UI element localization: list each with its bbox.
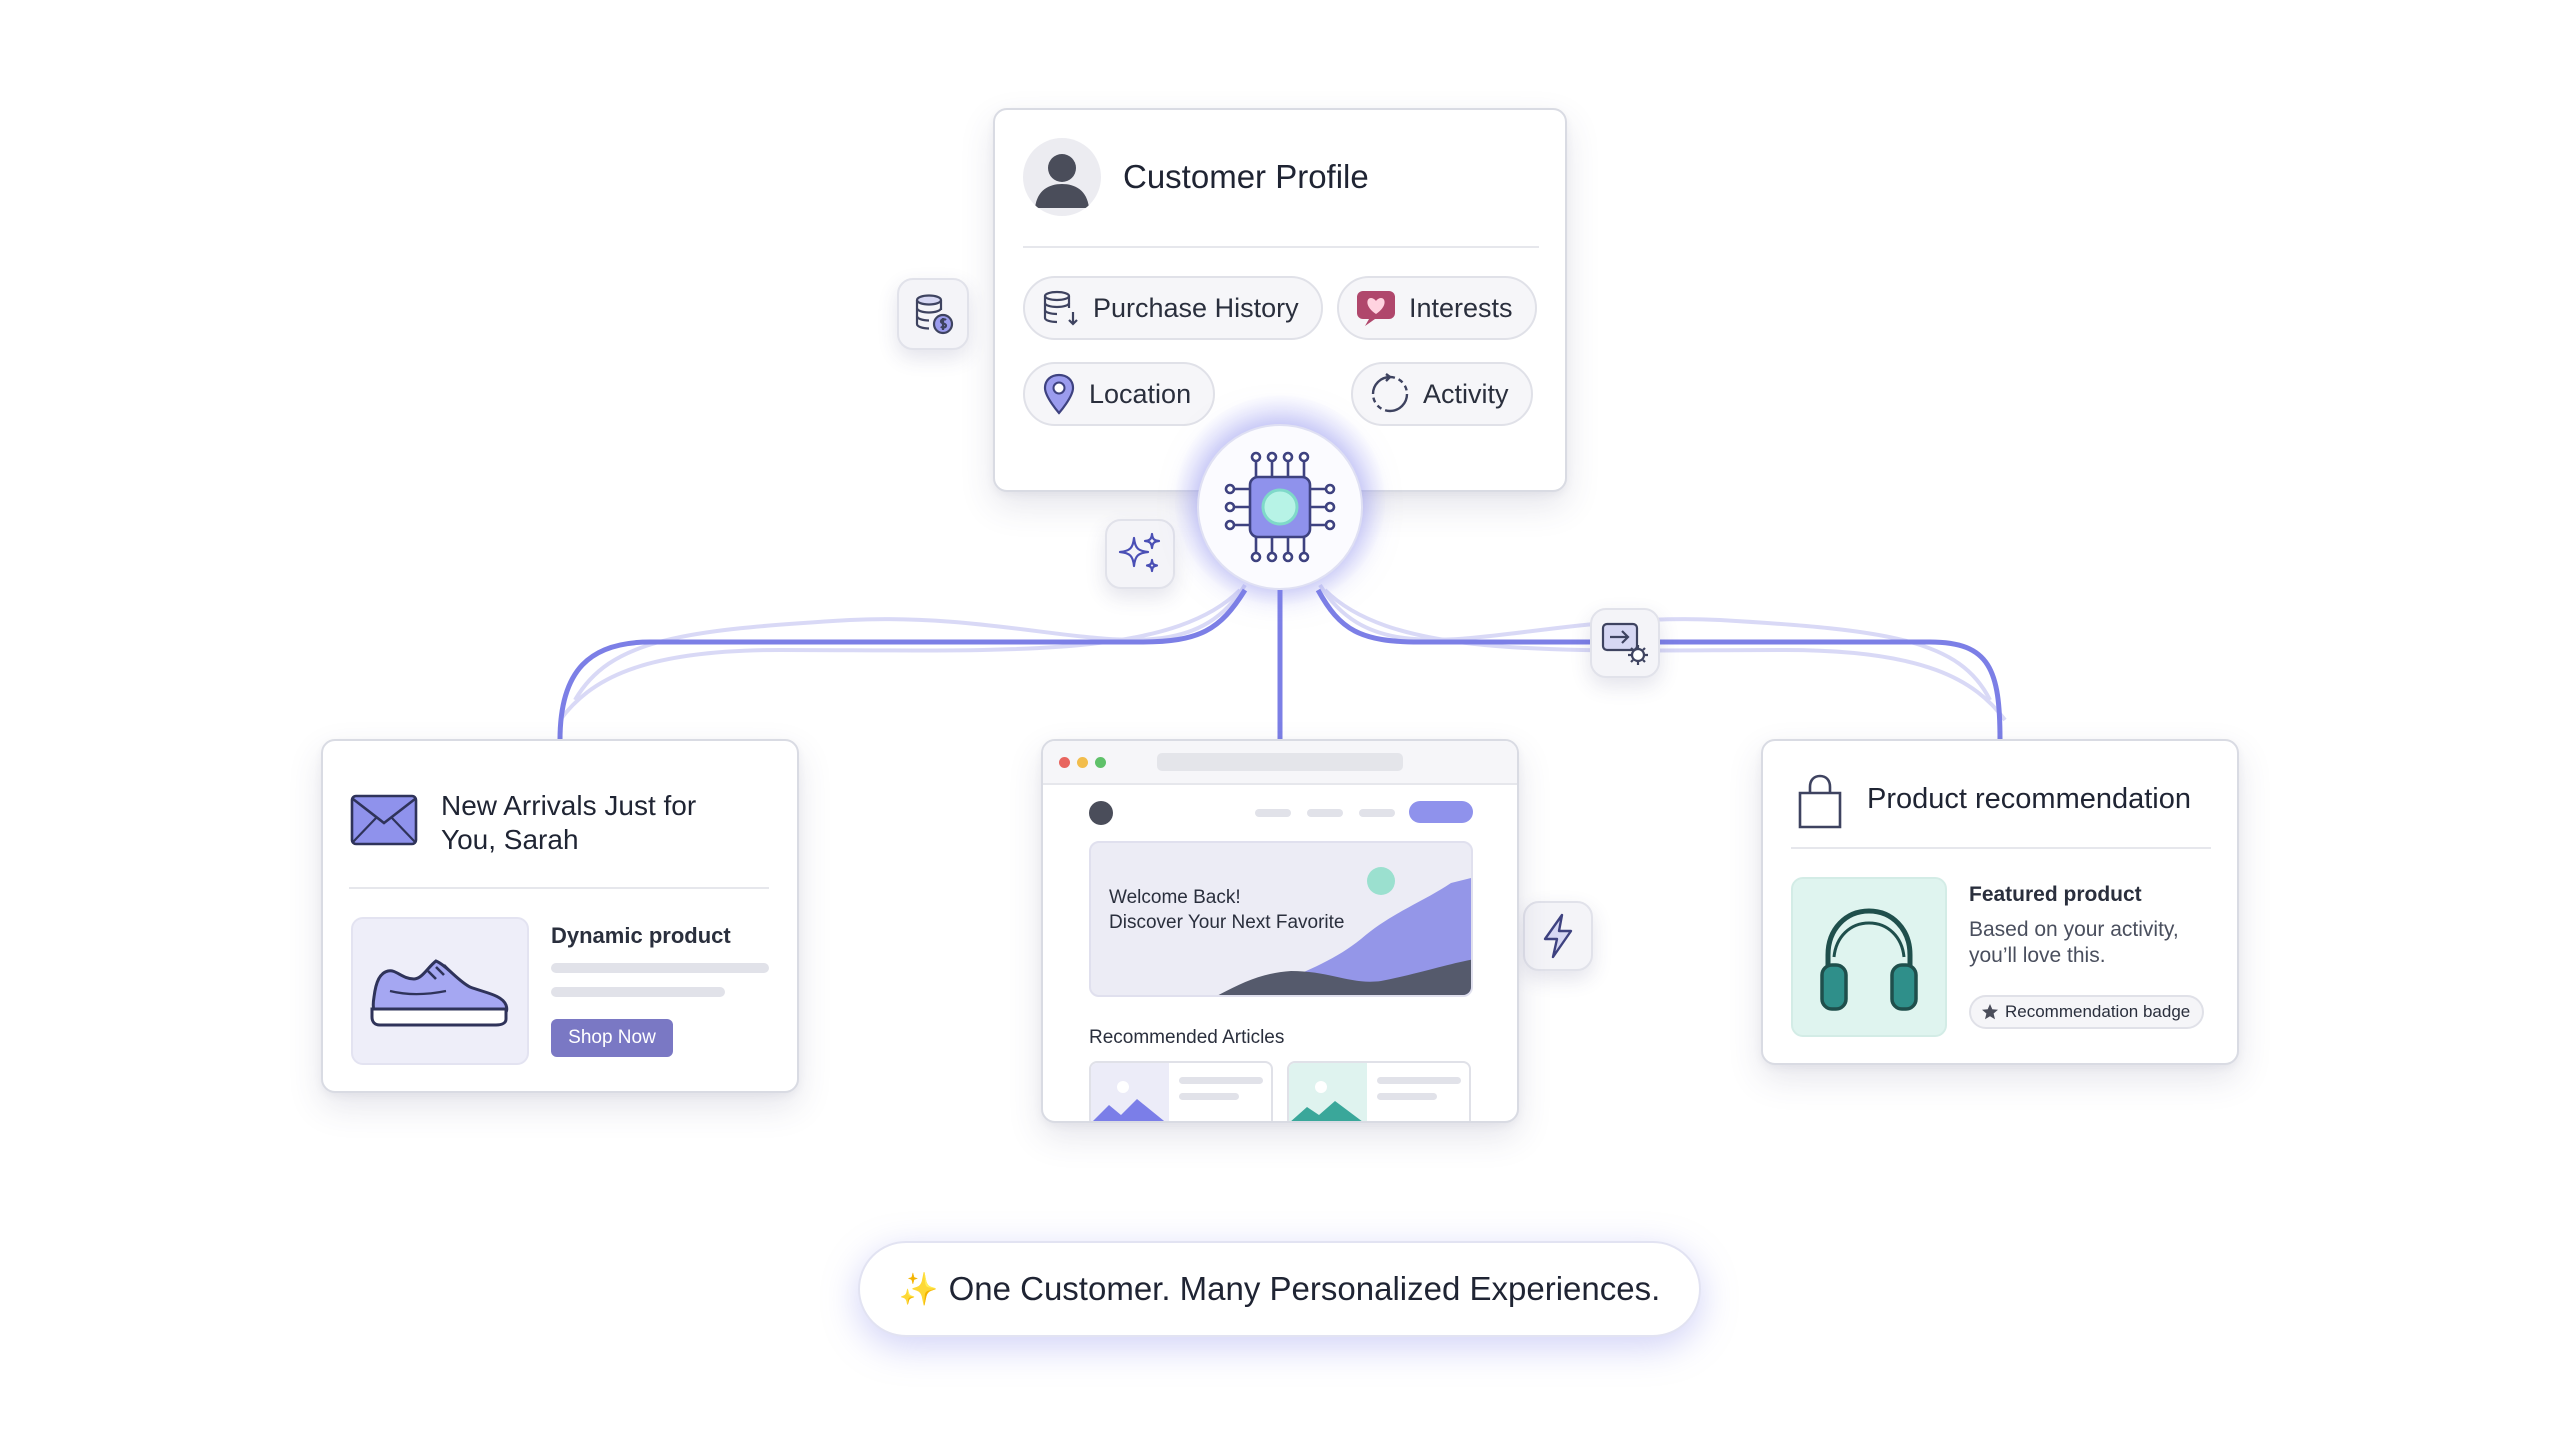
chip-purchase-history[interactable]: Purchase History (1023, 276, 1323, 340)
nav-link[interactable] (1359, 809, 1395, 817)
placeholder-line (551, 987, 725, 997)
featured-product-label: Featured product (1969, 883, 2142, 906)
chip-location[interactable]: Location (1023, 362, 1216, 426)
email-title: New Arrivals Just for You, Sarah (441, 790, 697, 855)
window-minimize-dot[interactable] (1077, 757, 1088, 768)
headphones-icon (1820, 908, 1918, 1011)
article-card[interactable] (1089, 1061, 1273, 1121)
product-image (351, 917, 529, 1065)
address-bar[interactable] (1157, 753, 1403, 771)
processor-chip-icon (1224, 451, 1336, 563)
sparkle-tile (1105, 519, 1175, 589)
nav-link[interactable] (1255, 809, 1291, 817)
article-thumbnail (1091, 1063, 1169, 1121)
lightning-icon (1543, 913, 1573, 959)
profile-title: Customer Profile (1123, 158, 1369, 195)
activity-cycle-icon (1371, 373, 1409, 413)
featured-product-image (1791, 877, 1947, 1037)
email-card: New Arrivals Just for You, Sarah Dynamic… (321, 739, 799, 1093)
tagline-pill: ✨ One Customer. Many Personalized Experi… (858, 1241, 1701, 1337)
avatar (1023, 138, 1101, 216)
envelope-icon (350, 794, 418, 846)
product-label: Dynamic product (551, 923, 731, 948)
article-card[interactable] (1287, 1061, 1471, 1121)
chip-interests[interactable]: Interests (1337, 276, 1537, 340)
website-card: Welcome Back! Discover Your Next Favorit… (1041, 739, 1519, 1123)
database-coin-tile (897, 278, 969, 350)
badge-label: Recommendation badge (2005, 1002, 2191, 1021)
placeholder-line (1377, 1077, 1461, 1084)
browser-toolbar (1043, 741, 1517, 785)
window-close-dot[interactable] (1059, 757, 1070, 768)
window-maximize-dot[interactable] (1095, 757, 1106, 768)
placeholder-line (1179, 1093, 1239, 1100)
sparkle-icon (1118, 532, 1161, 573)
database-coin-icon (915, 294, 954, 335)
recommended-articles-label: Recommended Articles (1089, 1027, 1285, 1048)
hero-line-1: Welcome Back! (1109, 887, 1241, 908)
export-settings-icon (1601, 622, 1648, 665)
lightning-tile (1523, 901, 1593, 971)
export-settings-tile (1590, 608, 1660, 678)
hero-mountains (1218, 867, 1471, 995)
ai-chip-hub (1197, 424, 1363, 590)
chip-label: Location (1089, 378, 1192, 409)
placeholder-line (1377, 1093, 1437, 1100)
placeholder-line (1179, 1077, 1263, 1084)
database-download-icon (1043, 290, 1078, 326)
placeholder-line (551, 963, 769, 973)
chip-label: Activity (1423, 378, 1509, 409)
star-icon (1982, 1004, 1998, 1020)
nav-link[interactable] (1307, 809, 1343, 817)
nav-cta-button[interactable] (1409, 801, 1473, 823)
email-divider (349, 887, 769, 889)
shopping-bag-icon (1798, 774, 1842, 829)
profile-divider (1023, 246, 1539, 248)
product-recommendation-card: Product recommendation Featured product … (1761, 739, 2239, 1065)
chip-label: Interests (1409, 292, 1513, 323)
chip-activity[interactable]: Activity (1351, 362, 1533, 426)
hero-banner: Welcome Back! Discover Your Next Favorit… (1089, 841, 1473, 997)
featured-product-description: Based on your activity, you’ll love this… (1969, 918, 2179, 967)
sparkles-icon: ✨ (898, 1271, 939, 1307)
recommendation-badge[interactable]: Recommendation badge (1969, 995, 2205, 1029)
recommendation-divider (1791, 847, 2211, 849)
tagline-text: One Customer. Many Personalized Experien… (948, 1270, 1661, 1307)
site-logo-dot (1089, 801, 1113, 825)
hero-line-2: Discover Your Next Favorite (1109, 912, 1345, 933)
article-thumbnail (1289, 1063, 1367, 1121)
location-pin-icon (1043, 373, 1075, 415)
recommendation-title: Product recommendation (1867, 783, 2191, 815)
shop-now-button[interactable]: Shop Now (551, 1019, 673, 1057)
sneaker-icon (370, 959, 509, 1027)
heart-message-icon (1357, 291, 1395, 326)
chip-label: Purchase History (1093, 292, 1299, 323)
